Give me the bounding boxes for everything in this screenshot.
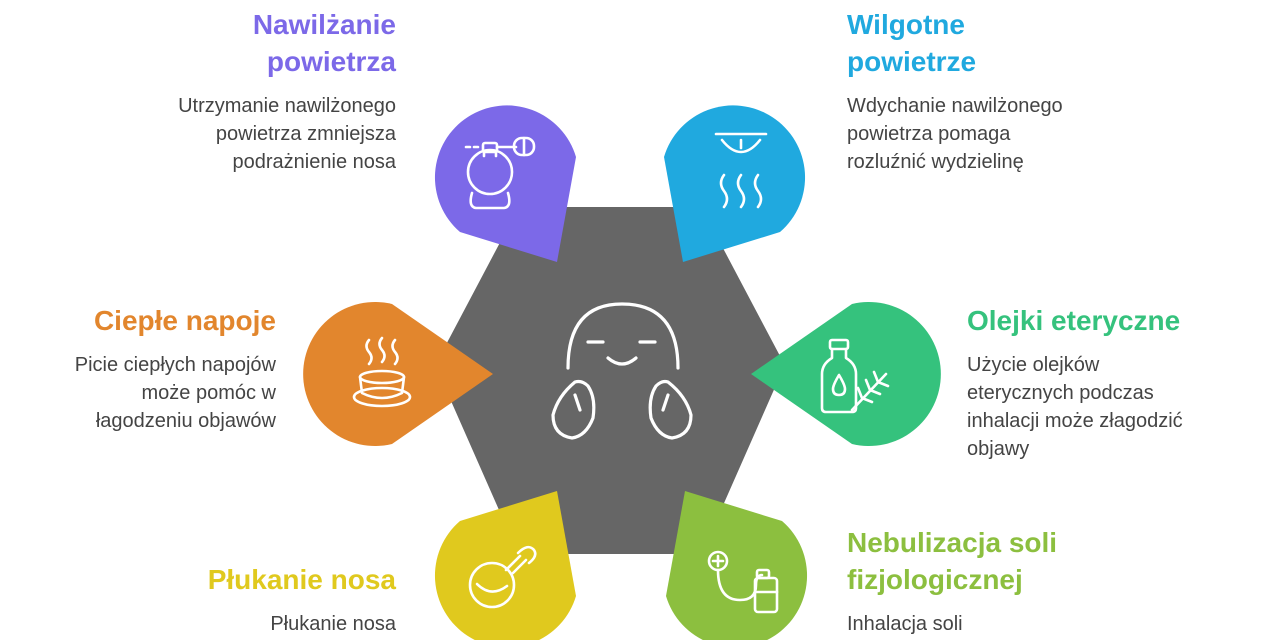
title-warm-drinks: Ciepłe napoje [93, 305, 276, 336]
desc-nasal-rinse: Płukanie nosa [270, 613, 396, 635]
label-saline-nebulization: Nebulizacja soli fizjologicznej Inhalacj… [847, 524, 1057, 638]
steam-icon [714, 132, 768, 209]
title-essential-oils: Olejki eteryczne [967, 305, 1181, 336]
center-hexagon [437, 207, 783, 554]
nebulizer-icon [707, 550, 779, 614]
oil-bottle-icon [820, 338, 890, 414]
label-warm-drinks: Ciepłe napoje Picie ciepłych napojów moż… [75, 302, 276, 435]
title-humidify: Nawilżanie powietrza [252, 9, 396, 77]
desc-warm-drinks: Picie ciepłych napojów może pomóc w łago… [74, 354, 276, 432]
label-moist-air: Wilgotne powietrze Wdychanie nawilżonego… [847, 6, 1063, 176]
desc-humidify: Utrzymanie nawilżonego powietrza zmniejs… [178, 95, 396, 173]
humidifier-icon [464, 136, 536, 210]
desc-moist-air: Wdychanie nawilżonego powietrza pomaga r… [847, 95, 1063, 173]
title-saline-nebulization: Nebulizacja soli fizjologicznej [847, 527, 1058, 595]
title-nasal-rinse: Płukanie nosa [207, 564, 396, 595]
happy-face-icon [551, 302, 693, 440]
title-moist-air: Wilgotne powietrze [847, 9, 977, 77]
petal-moist-air [664, 105, 806, 262]
hot-drink-icon [352, 336, 412, 408]
petal-humidify [434, 105, 576, 262]
label-essential-oils: Olejki eteryczne Użycie olejków eteryczn… [967, 302, 1183, 463]
label-humidify: Nawilżanie powietrza Utrzymanie nawilżon… [178, 6, 396, 176]
desc-saline-nebulization: Inhalacja soli [847, 613, 963, 635]
label-nasal-rinse: Płukanie nosa Płukanie nosa [208, 561, 396, 638]
nasal-bulb-icon [468, 545, 537, 609]
petal-saline-nebulization [666, 491, 808, 640]
desc-essential-oils: Użycie olejków eterycznych podczas inhal… [967, 354, 1183, 460]
petal-nasal-rinse [434, 491, 576, 640]
petal-essential-oils [751, 302, 941, 447]
